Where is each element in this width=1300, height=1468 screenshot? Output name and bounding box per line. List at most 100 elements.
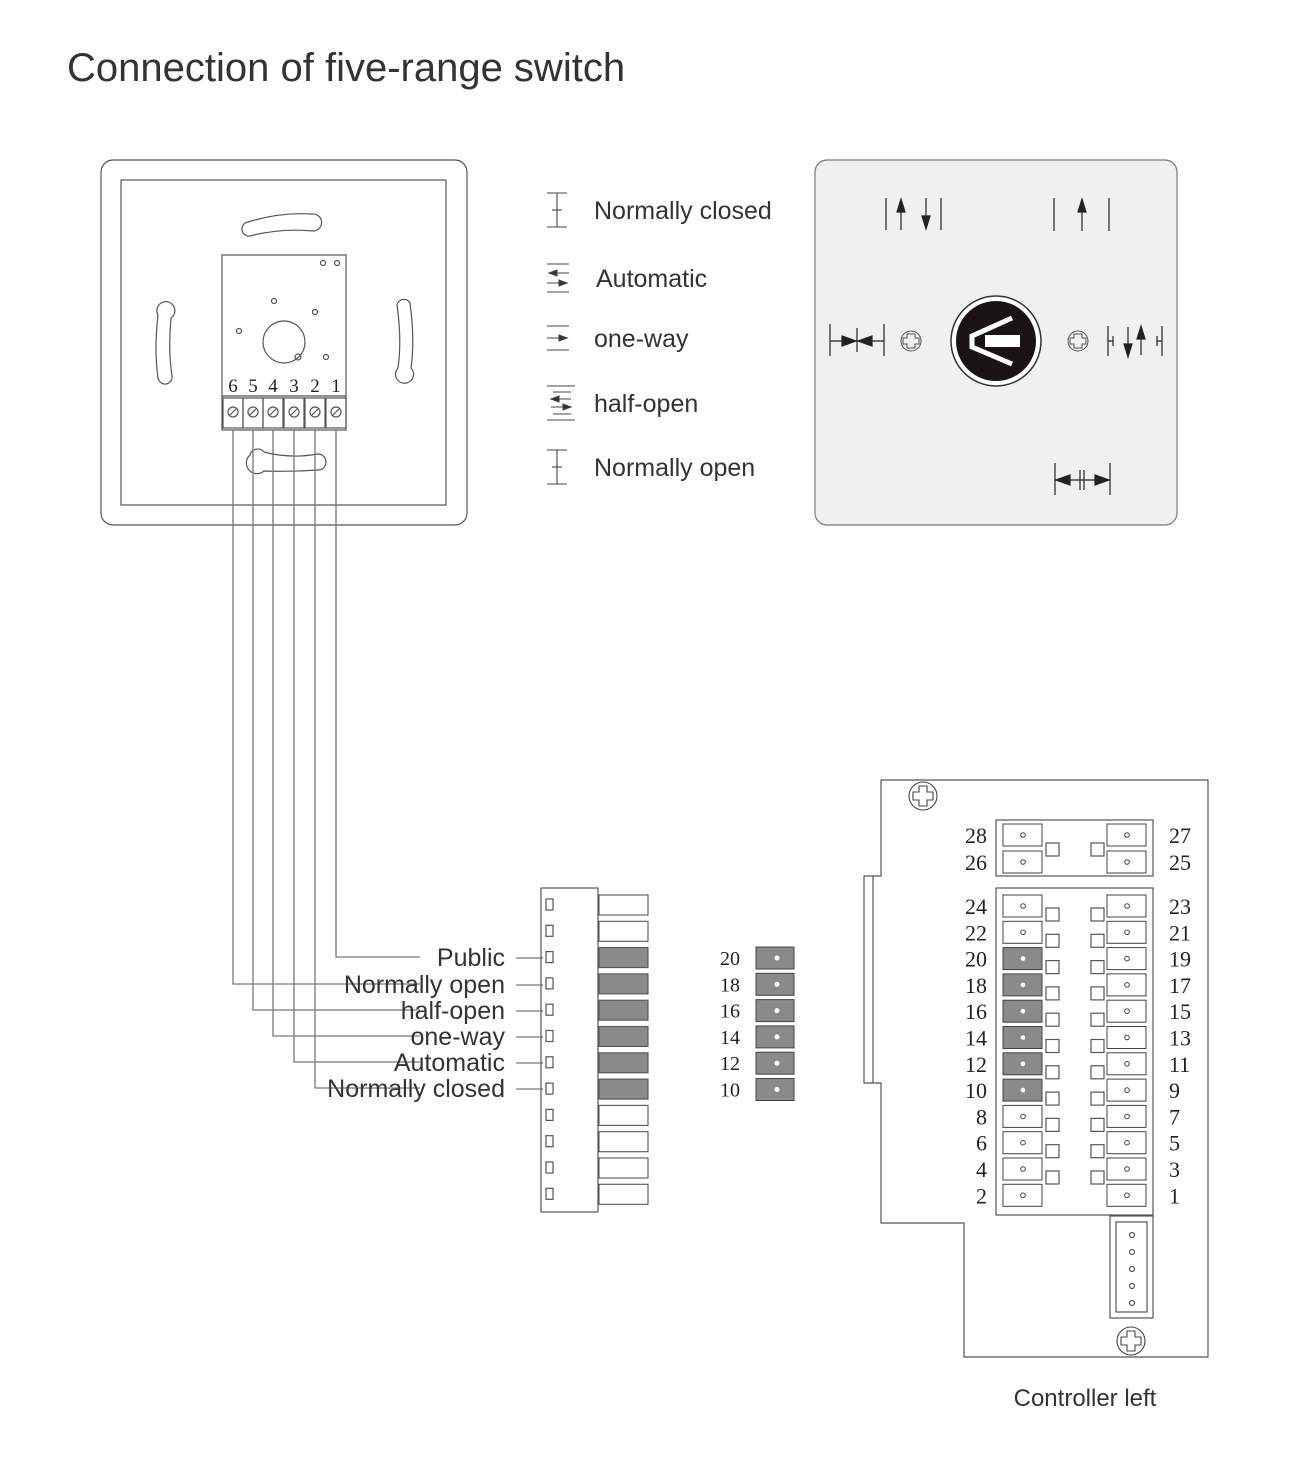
position-automatic-icon — [829, 324, 885, 356]
connector-pin-hole — [545, 1082, 554, 1095]
terminal-number: 4 — [268, 376, 278, 397]
connector-pin-hole — [545, 924, 554, 937]
indicator-square — [1090, 1065, 1105, 1080]
aux-pin — [1128, 1282, 1136, 1290]
switch-outer-frame — [100, 159, 468, 526]
terminal-number: 7 — [1169, 1104, 1180, 1129]
indicator-square — [1090, 959, 1105, 975]
controller-terminal — [1106, 850, 1147, 874]
connector-slot-filled — [598, 1025, 649, 1048]
screw-top-icon — [908, 781, 938, 811]
terminal-number: 17 — [1169, 973, 1191, 998]
terminal-number: 1 — [1169, 1183, 1180, 1208]
wire — [252, 430, 420, 1011]
terminal-screw-icon — [330, 406, 342, 418]
connector-slot — [598, 1183, 649, 1205]
terminal-number: 6 — [976, 1131, 987, 1156]
indicator-square — [1090, 1144, 1105, 1159]
aux-connector — [1109, 1215, 1154, 1319]
terminal-number: 20 — [965, 947, 987, 972]
legend: Normally closedAutomaticone-wayhalf-open… — [547, 192, 772, 485]
indicator-square — [1045, 842, 1060, 857]
terminal-number: 21 — [1169, 920, 1191, 945]
connector-slot-filled — [598, 947, 649, 969]
wire — [335, 430, 420, 958]
controller-terminal — [1106, 894, 1147, 918]
terminal-number: 11 — [1169, 1052, 1190, 1077]
connector-slot — [598, 1104, 649, 1126]
selector-knob[interactable] — [950, 295, 1042, 387]
indicator-square — [1090, 1170, 1105, 1185]
switch-inner-frame — [120, 179, 447, 506]
terminal-number: 16 — [965, 999, 987, 1024]
terminal-slot — [262, 397, 284, 429]
switch-module — [221, 254, 347, 431]
indicator-square — [1045, 1117, 1060, 1133]
mount-slot-right — [394, 298, 415, 384]
aux-pin — [1128, 1231, 1136, 1239]
controller-terminal — [1002, 1131, 1043, 1155]
controller-terminal — [1002, 823, 1043, 847]
aux-pin — [1128, 1299, 1136, 1307]
terminal-number: 5 — [248, 376, 258, 397]
indicator-square — [1090, 933, 1105, 948]
controller-outline — [863, 779, 1209, 1358]
indicator-square — [1045, 907, 1060, 922]
terminal-screw-icon — [288, 406, 300, 418]
aux-pin — [1128, 1265, 1136, 1273]
terminal-number: 13 — [1169, 1026, 1191, 1051]
terminal-slot — [222, 397, 244, 429]
indicator-square — [1090, 1117, 1105, 1133]
wire — [314, 430, 420, 1089]
indicator-square — [1090, 986, 1105, 1001]
wire — [232, 430, 420, 985]
legend-label: Normally open — [594, 454, 755, 482]
module-holes — [235, 259, 341, 364]
indicator-square — [1045, 1038, 1060, 1054]
wiring-label: one-way — [411, 1023, 506, 1051]
mount-slot-top — [241, 213, 323, 237]
terminal-number: 4 — [976, 1157, 987, 1182]
wiring-label: Normally open — [344, 971, 505, 999]
terminal-number: 24 — [965, 894, 987, 919]
connector-pin-hole — [545, 1108, 554, 1122]
connector-pin-hole — [545, 977, 554, 990]
terminal-screw-icon — [267, 406, 279, 418]
wire — [272, 430, 420, 1037]
controller-terminal — [1106, 1131, 1147, 1155]
position-normally-closed-icon — [885, 196, 942, 232]
knob-pointer-icon — [969, 315, 1014, 367]
wire — [293, 430, 420, 1063]
connector-slot-filled — [598, 1078, 649, 1100]
connector-slot — [598, 894, 649, 916]
controller-terminal — [1002, 920, 1043, 944]
terminal-slot — [283, 397, 305, 429]
connector-slot — [598, 1157, 649, 1179]
screw-bottom-icon — [1116, 1326, 1146, 1356]
controller-caption: Controller left — [1014, 1385, 1157, 1412]
terminal-number: 14 — [965, 1026, 987, 1051]
wiring-label: half-open — [401, 997, 505, 1025]
controller-terminal — [1106, 920, 1147, 944]
controller-terminal — [1106, 1078, 1147, 1102]
terminal-number: 3 — [1169, 1157, 1180, 1182]
connector-pin-hole — [545, 1029, 554, 1043]
controller-terminal — [1106, 947, 1147, 971]
terminal-number: 5 — [1169, 1131, 1180, 1156]
terminal-number: 23 — [1169, 894, 1191, 919]
page-title: Connection of five-range switch — [67, 46, 625, 90]
terminal-screw-icon — [247, 406, 259, 418]
terminal-number: 1 — [331, 376, 341, 397]
terminal-number: 2 — [310, 376, 320, 397]
indicator-square — [1045, 959, 1060, 975]
indicator-square — [1045, 933, 1060, 948]
plug-pin-number: 14 — [720, 1027, 740, 1049]
controller-terminal — [1002, 1183, 1043, 1207]
wiring-label: Normally closed — [327, 1075, 505, 1103]
screw-left-icon — [900, 330, 922, 352]
plug-pin-number: 10 — [720, 1080, 740, 1102]
